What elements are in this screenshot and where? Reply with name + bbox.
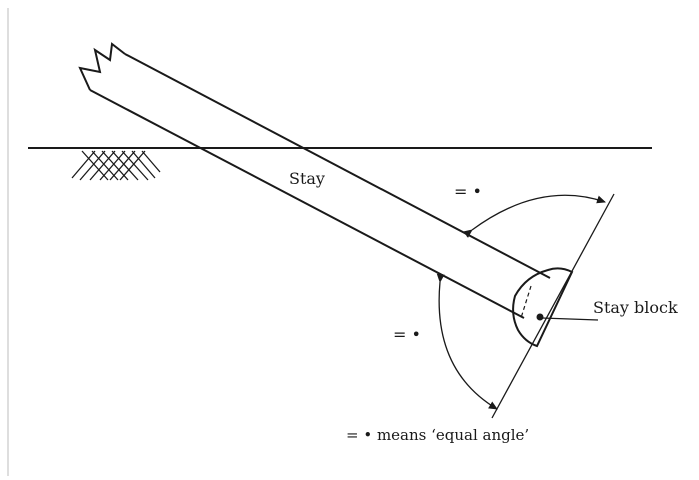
- stay-block: [512, 267, 599, 348]
- stay-label: Stay: [289, 169, 325, 188]
- upper-angle-arc: [463, 194, 606, 238]
- stay-block-center-dot: [536, 313, 544, 321]
- stay-broken-end: [78, 42, 126, 91]
- lower-angle-arc: [436, 273, 498, 410]
- equal-angle-legend: = • means ‘equal angle’: [346, 426, 529, 444]
- stay-block-leader: [541, 317, 599, 321]
- stay-block-dashed-axis: [520, 285, 532, 319]
- equal-mark-upper: = •: [454, 182, 482, 201]
- stay-block-label: Stay block: [593, 298, 678, 317]
- ground-hatching: [71, 150, 161, 181]
- equal-mark-lower: = •: [393, 325, 421, 344]
